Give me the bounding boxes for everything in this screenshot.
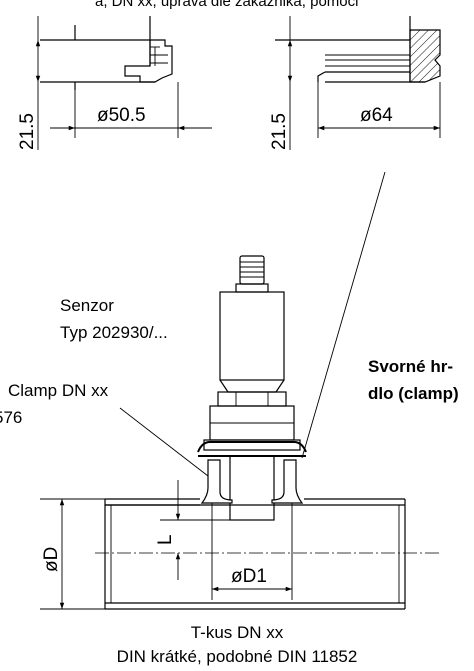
- sensor-body: [197, 255, 307, 521]
- weld-fitting-right: [275, 16, 441, 150]
- left-diameter-label: ø50.5: [97, 105, 146, 126]
- clamp-dn-line2: 576: [0, 408, 22, 427]
- clamp-label-line1: Svorné hr-: [368, 357, 453, 376]
- clamp-leader-line: [301, 171, 386, 459]
- top-caption: a, DN xx, uprava dle zakaznika, pomoci: [95, 0, 358, 10]
- sensor-label-line2: Typ 202930/...: [60, 323, 168, 342]
- sensor-label-line1: Senzor: [60, 296, 114, 315]
- right-height-label: 21.5: [269, 113, 290, 150]
- t-piece: [95, 459, 440, 610]
- clamp-dn-line1: Clamp DN xx: [8, 381, 109, 400]
- l-dimension: [160, 480, 230, 580]
- weld-fitting-left: [35, 16, 212, 150]
- right-diameter-label: ø64: [360, 105, 393, 126]
- clamp-dn-leader-line: [119, 407, 209, 477]
- od-label: øD: [41, 547, 62, 572]
- inner-diameter-label: øD1: [231, 566, 267, 587]
- clamp-label-line2: dlo (clamp): [368, 384, 459, 403]
- id-dimension: [211, 503, 293, 600]
- tpiece-caption-line2: DIN krátké, podobné DIN 11852: [117, 647, 358, 666]
- length-label: L: [155, 534, 176, 545]
- tpiece-caption-line1: T-kus DN xx: [191, 623, 284, 642]
- left-height-label: 21.5: [17, 113, 38, 150]
- od-dimension: [40, 498, 105, 610]
